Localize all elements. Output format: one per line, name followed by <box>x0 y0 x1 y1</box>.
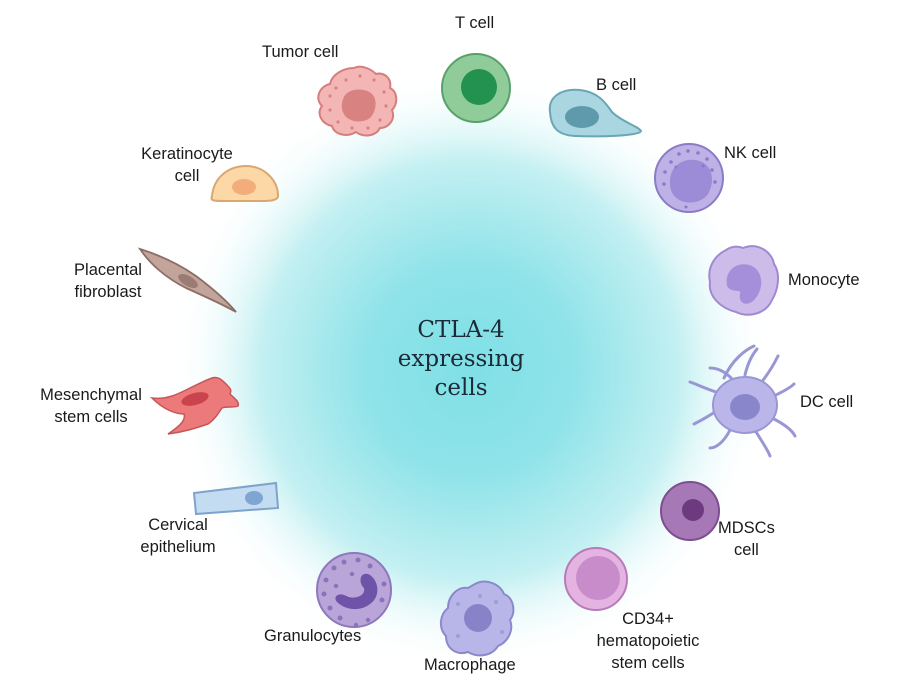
label-line: fibroblast <box>74 283 142 301</box>
label-line: cell <box>174 167 200 185</box>
keratinocyte-icon <box>210 164 280 202</box>
label-line: Mesenchymal <box>40 386 142 404</box>
dendritic-cell-body <box>712 376 778 434</box>
label-cd34-stem-cells: CD34+ hematopoietic stem cells <box>578 608 718 674</box>
label-line: Placental <box>74 261 142 279</box>
label-line: hematopoietic <box>596 632 700 650</box>
granulocyte-icon <box>316 552 392 628</box>
label-tumor-cell: Tumor cell <box>262 41 338 63</box>
label-granulocytes: Granulocytes <box>264 625 361 647</box>
center-title-line: cells <box>434 375 488 401</box>
label-b-cell: B cell <box>596 74 636 96</box>
label-line: T cell <box>455 14 495 32</box>
label-monocyte: Monocyte <box>788 269 860 291</box>
label-line: Cervical <box>148 516 208 534</box>
tumor-cell-icon <box>317 65 398 137</box>
label-dc-cell: DC cell <box>800 391 853 413</box>
center-title-line: expressing <box>397 346 525 372</box>
label-line: CD34+ <box>622 610 674 628</box>
label-line: DC cell <box>800 393 854 411</box>
b-cell-icon <box>548 88 643 138</box>
label-line: Granulocytes <box>264 627 362 645</box>
label-t-cell: T cell <box>455 12 494 34</box>
mesenchymal-stem-cell-icon <box>149 376 240 435</box>
label-line: MDSCs <box>718 519 775 537</box>
cervical-epithelium-icon <box>192 481 280 516</box>
label-cervical-epithelium: Cervical epithelium <box>128 514 228 558</box>
label-macrophage: Macrophage <box>424 654 516 676</box>
macrophage-icon <box>440 580 515 657</box>
label-line: Monocyte <box>788 271 860 289</box>
label-nk-cell: NK cell <box>724 142 776 164</box>
label-line: cell <box>734 541 759 559</box>
label-line: epithelium <box>140 538 216 556</box>
center-title-line: CTLA-4 <box>417 317 505 343</box>
placental-fibroblast-icon <box>137 247 237 313</box>
label-line: NK cell <box>724 144 777 162</box>
center-title: CTLA-4 expressing cells <box>361 316 561 403</box>
label-line: B cell <box>596 76 637 94</box>
label-line: Tumor cell <box>262 43 339 61</box>
monocyte-icon <box>708 245 780 316</box>
label-line: Keratinocyte <box>141 145 233 163</box>
mdsc-icon <box>660 481 720 541</box>
label-mesenchymal-stem-cells: Mesenchymal stem cells <box>30 384 152 428</box>
label-mdscs-cell: MDSCs cell <box>718 517 775 561</box>
nk-cell-icon <box>654 143 724 213</box>
label-line: stem cells <box>54 408 128 426</box>
central-glow <box>170 70 770 670</box>
label-keratinocyte-cell: Keratinocyte cell <box>130 143 244 187</box>
label-line: Macrophage <box>424 656 516 674</box>
label-placental-fibroblast: Placental fibroblast <box>62 259 154 303</box>
stem-cell-icon <box>564 547 628 611</box>
label-line: stem cells <box>611 654 685 672</box>
t-cell-icon <box>441 53 511 123</box>
